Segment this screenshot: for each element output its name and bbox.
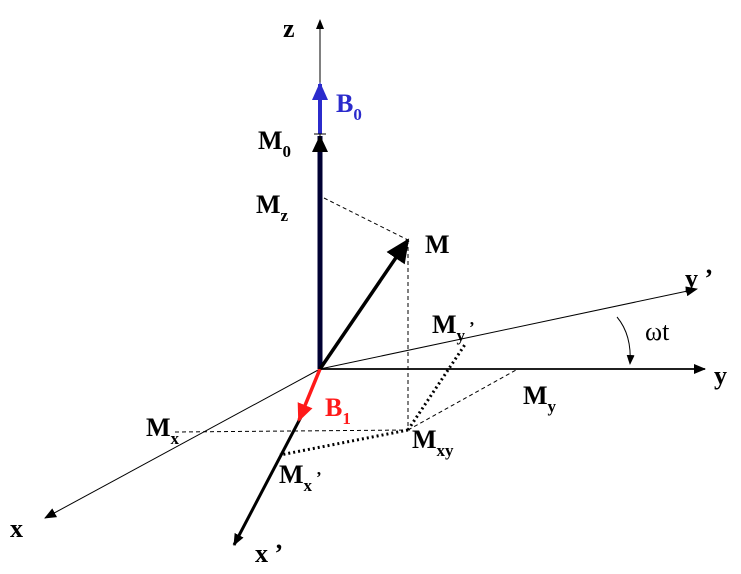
x-prime-axis xyxy=(232,414,304,546)
my-label: My xyxy=(523,381,557,416)
mxy-label: Mxy xyxy=(412,425,454,460)
mx-prime-label: Mx’ xyxy=(279,460,322,495)
y-prime-axis xyxy=(319,286,698,370)
b1-vector xyxy=(297,368,322,422)
mx-projection xyxy=(174,429,409,433)
m-label: M xyxy=(425,230,450,259)
mz-projection xyxy=(323,197,409,241)
myp-projection xyxy=(406,342,468,431)
m0-label: M0 xyxy=(258,126,291,161)
m-vector xyxy=(318,238,410,370)
my-prime-label: My’ xyxy=(432,310,475,345)
b0-label: B0 xyxy=(336,89,362,124)
x-axis xyxy=(44,368,321,519)
omega-t-label: ωt xyxy=(645,317,670,346)
y-prime-label: y ’ xyxy=(685,264,713,293)
b1-label: B1 xyxy=(325,393,351,428)
omega-t-arc xyxy=(616,316,635,365)
x-prime-label: x ’ xyxy=(255,539,283,568)
mz-label: Mz xyxy=(256,190,289,225)
my-projection xyxy=(407,369,517,431)
mxp-projection xyxy=(279,428,409,457)
m0-arrowhead xyxy=(312,135,328,152)
y-axis-label: y xyxy=(714,361,727,390)
x-axis-label: x xyxy=(10,514,23,543)
mx-label: Mx xyxy=(146,413,180,448)
z-axis-label: z xyxy=(283,14,295,43)
